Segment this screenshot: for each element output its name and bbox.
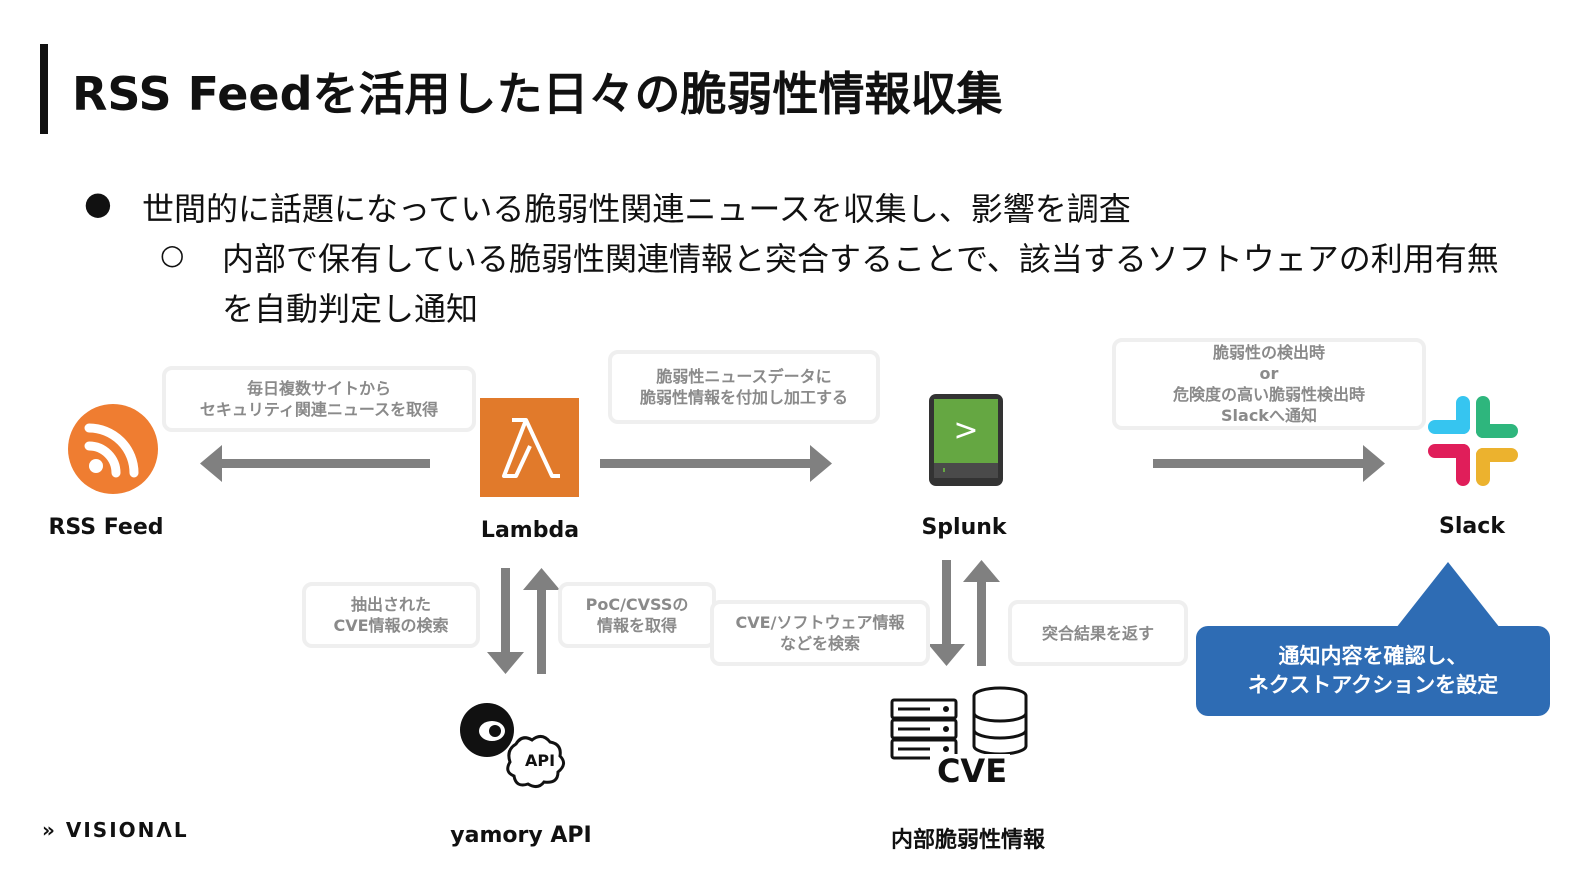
yamory-api-icon: API [456,700,576,800]
cve-glyph: CVE [937,752,1007,786]
visional-logo-text: VISIONΛL [65,818,189,842]
bullet-level2-text: 内部で保有している脆弱性関連情報と突合することで、該当するソフトウェアの利用有無… [222,240,1499,328]
callout-next-action: 通知内容を確認し、ネクストアクションを設定 [1196,626,1550,716]
arrow-lambda-to-yamory [487,568,524,674]
bullet-marker: ● [84,184,112,222]
bullet-marker-level2: ○ [160,238,185,271]
arrow-splunk-to-slack [1153,445,1385,482]
note-lambda-yamory-up: PoC/CVSSの情報を取得 [558,582,716,648]
node-label-splunk: Splunk [921,515,1007,540]
splunk-prompt-glyph: > [953,413,978,448]
title-accent-bar [40,44,48,134]
arrow-yamory-to-lambda [523,568,560,674]
node-label-internal: 内部脆弱性情報 [890,828,1045,853]
arrow-lambda-to-rss [200,445,430,482]
note-lambda-splunk: 脆弱性ニュースデータに脆弱性情報を付加し加工する [608,350,880,424]
node-label-yamory: yamory API [450,823,592,848]
note-rss-lambda: 毎日複数サイトからセキュリティ関連ニュースを取得 [162,366,476,432]
arrow-lambda-to-splunk [600,445,832,482]
bullet-text: 世間的に話題になっている脆弱性関連ニュースを収集し、影響を調査 [142,190,1131,228]
visional-logo: » VISIONΛL [42,818,189,842]
api-glyph: API [525,751,555,770]
node-label-rss: RSS Feed [48,515,164,540]
server-database-cve-icon: CVE [890,686,1032,790]
arrow-internal-to-splunk [963,560,1000,666]
rss-icon [68,404,158,494]
arrow-splunk-to-internal [928,560,965,666]
slack-icon [1428,396,1518,486]
visional-logo-mark: » [42,818,57,842]
page-title: RSS Feedを活用した日々の脆弱性情報収集 [72,67,1003,121]
node-label-slack: Slack [1439,514,1505,539]
splunk-terminal-icon: > [929,394,1003,486]
note-splunk-internal-down: CVE/ソフトウェア情報などを検索 [710,600,930,666]
node-label-lambda: Lambda [480,518,580,543]
aws-lambda-icon [480,398,579,497]
note-splunk-internal-up: 突合結果を返す [1008,600,1188,666]
callout-pointer [1396,562,1500,628]
